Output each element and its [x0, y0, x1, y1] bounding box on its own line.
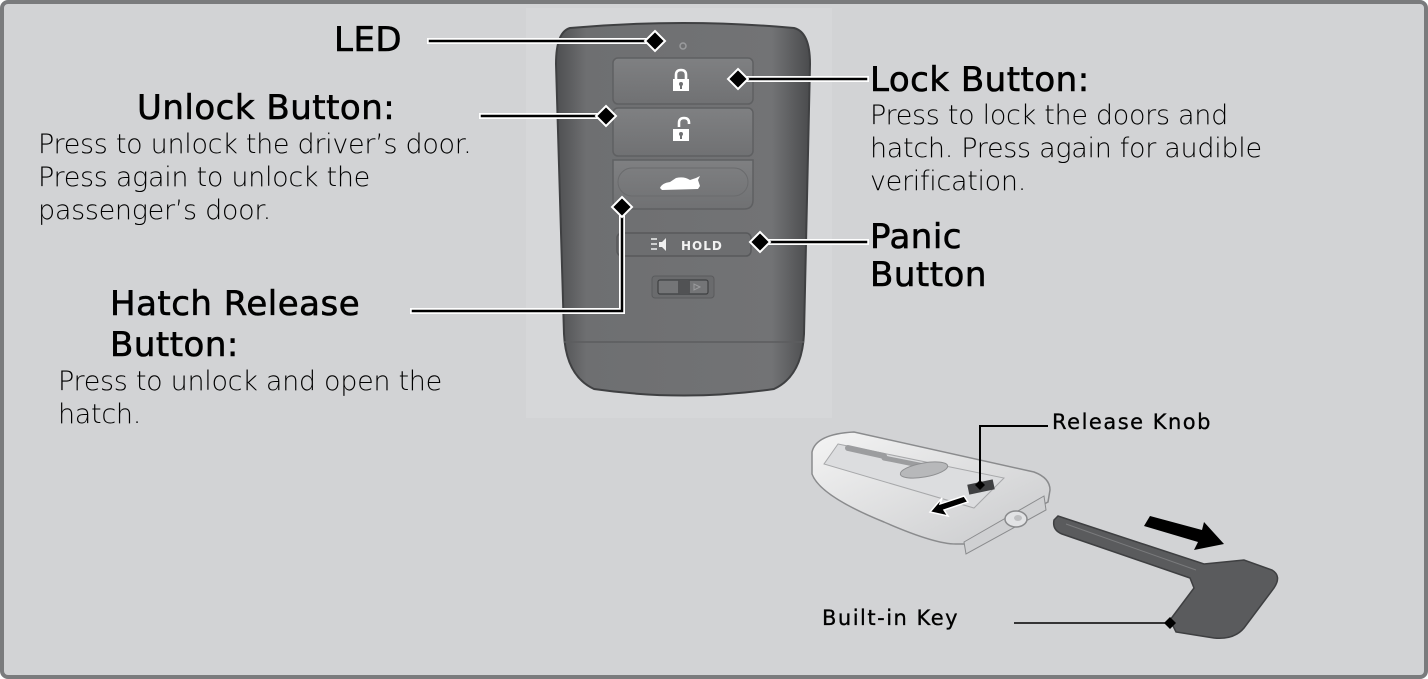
unlock-button-title: Unlock Button:	[137, 88, 396, 128]
unlock-button-desc-line-1: Press to unlock the driver’s door.	[38, 129, 472, 160]
led-indicator	[679, 42, 687, 50]
fob-key-slot	[651, 275, 715, 299]
led-label: LED	[334, 20, 403, 60]
hatch-button-title-line-2: Button:	[110, 325, 239, 365]
hatch-button-desc-line-2: hatch.	[58, 399, 141, 430]
leader-lines	[410, 29, 869, 314]
fob-unlock-button[interactable]	[612, 107, 754, 157]
lock-button-desc-line-1: Press to lock the doors and	[870, 100, 1228, 131]
hatch-button-title-line-1: Hatch Release	[110, 284, 361, 324]
unlock-button-desc-line-2: Press again to unlock the	[38, 162, 370, 193]
fob-hatch-button[interactable]	[612, 159, 754, 210]
unlock-button-desc-line-3: passenger’s door.	[38, 195, 271, 226]
diagram-artwork: HOLD	[410, 8, 1279, 640]
car-hatch-icon	[660, 176, 700, 190]
key-removal-illustration	[811, 425, 1279, 640]
leader-built-in-key	[1014, 617, 1176, 629]
leader-panic	[748, 230, 869, 254]
leader-unlock	[479, 104, 618, 128]
leader-lock	[726, 67, 869, 91]
lock-button-desc-line-3: verification.	[870, 166, 1026, 197]
lock-closed-icon	[673, 68, 689, 91]
lock-open-icon	[673, 116, 691, 141]
arrow-left-icon	[928, 495, 970, 518]
hatch-button-desc-line-1: Press to unlock and open the	[58, 366, 442, 397]
built-in-key-blade	[1052, 515, 1279, 640]
built-in-key-label: Built-in Key	[822, 606, 960, 630]
leader-led	[427, 29, 667, 53]
key-fob-perspective	[811, 431, 1051, 555]
panic-button-title-line-2: Button	[870, 255, 987, 295]
leader-release-knob	[975, 425, 1048, 490]
panic-hold-label: HOLD	[681, 239, 723, 253]
arrow-right-icon	[1144, 516, 1224, 550]
panic-button-title-line-1: Panic	[870, 217, 962, 257]
leader-hatch	[410, 195, 634, 314]
release-knob-label: Release Knob	[1052, 410, 1212, 434]
lock-button-desc-line-2: hatch. Press again for audible	[870, 133, 1262, 164]
fob-panic-button[interactable]: HOLD	[616, 232, 752, 257]
lock-button-title: Lock Button:	[870, 60, 1090, 100]
horn-icon	[651, 238, 666, 251]
